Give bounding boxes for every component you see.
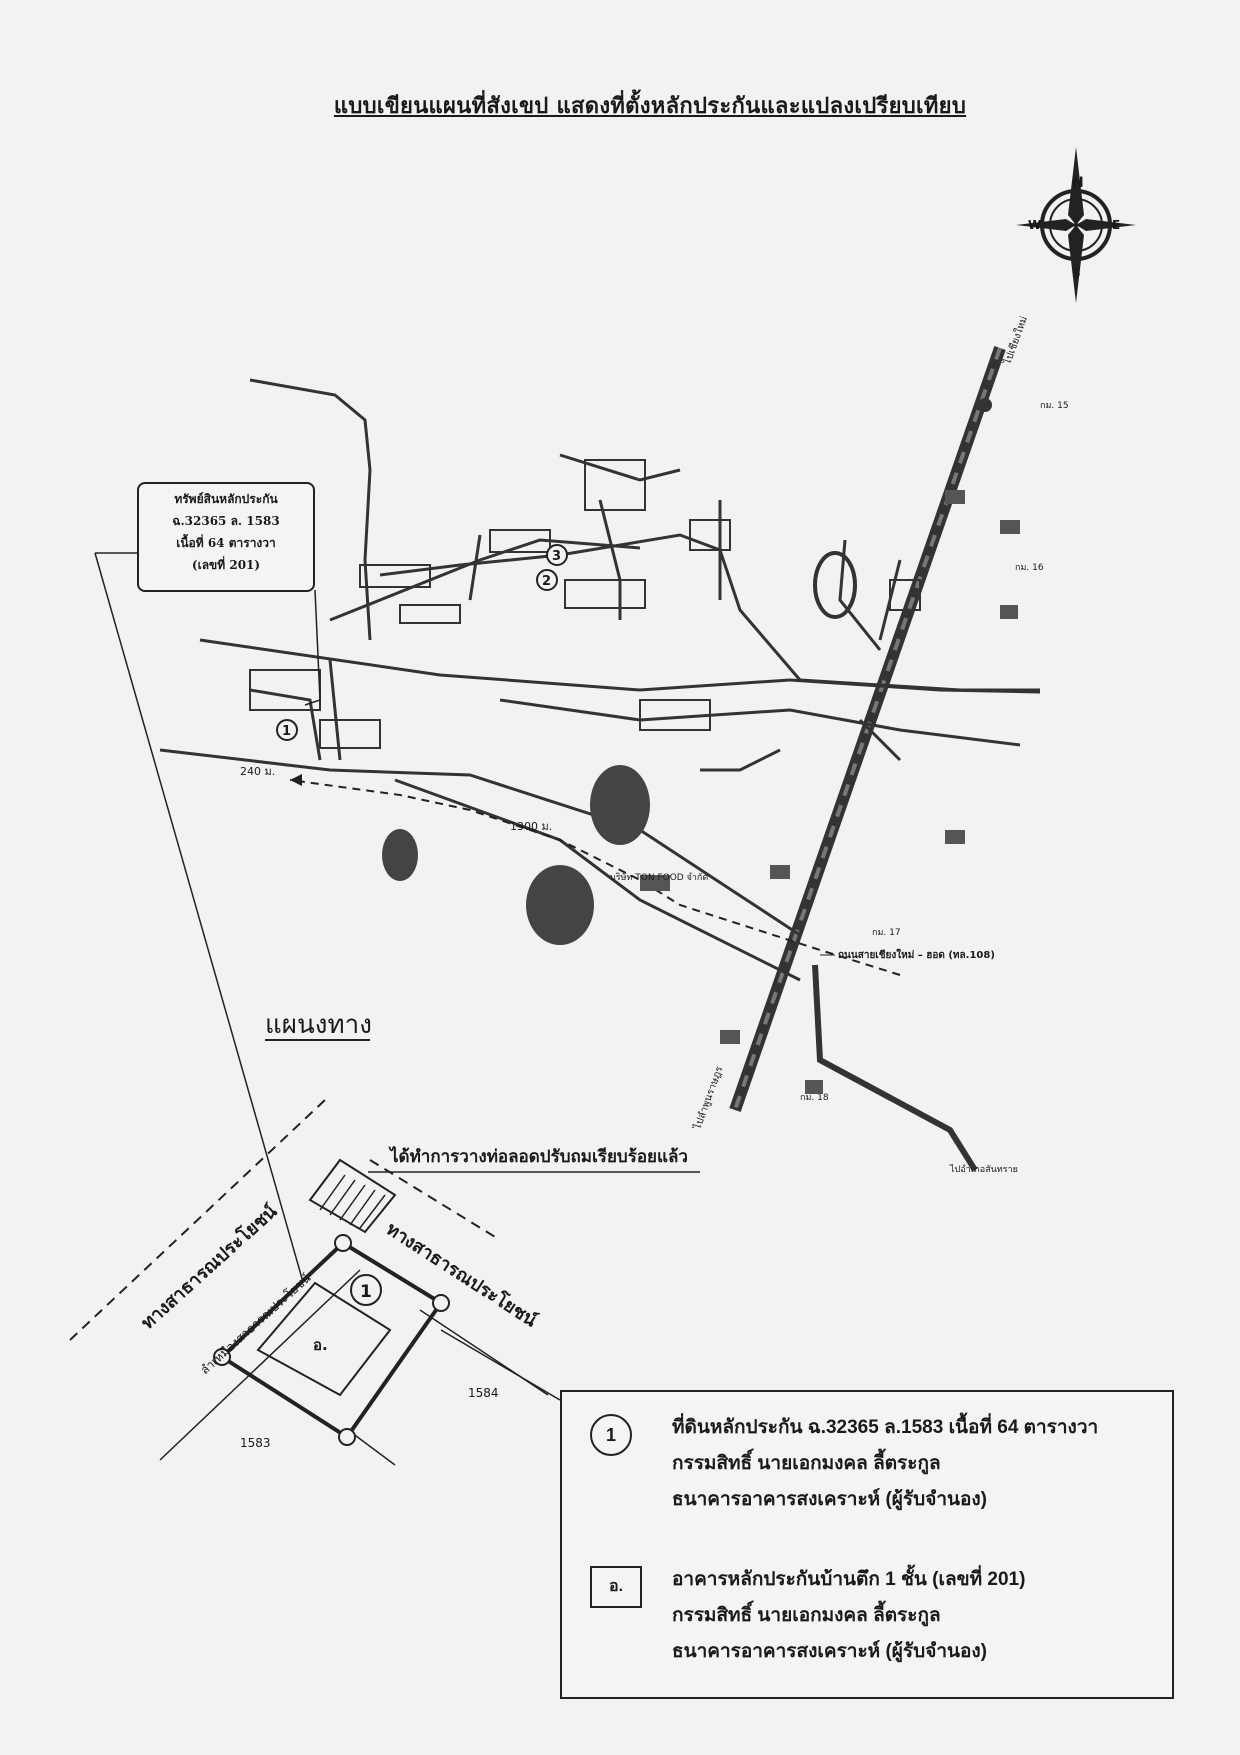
- compass-e: E: [1112, 218, 1120, 232]
- main-road-label: ถนนสายเชียงใหม่ – ฮอด (ทล.108): [838, 948, 995, 961]
- callout-line3: เนื้อที่ 64 ตารางวา: [176, 536, 276, 550]
- svg-text:1: 1: [282, 724, 291, 739]
- secondary-roads: [159, 378, 1041, 982]
- route-to-site: [289, 779, 901, 976]
- legend-box: 1 ที่ดินหลักประกัน ฉ.32365 ล.1583 เนื้อท…: [560, 1390, 1174, 1699]
- route-arrow-icon: [290, 774, 302, 786]
- legend-marker-1: 1: [590, 1414, 632, 1456]
- legend-item1-line1: ที่ดินหลักประกัน ฉ.32365 ล.1583 เนื้อที่…: [672, 1417, 1099, 1438]
- tree-clusters: [382, 765, 650, 945]
- page-title: แบบเขียนแผนที่สังเขป แสดงที่ตั้งหลักประก…: [333, 93, 967, 119]
- km-markers: กม. 15 กม. 16 กม. 17 กม. 18: [800, 398, 1069, 1103]
- detail-building-label: อ.: [313, 1336, 328, 1354]
- road-southeast: [812, 964, 978, 1172]
- map-marker-1: 1: [276, 719, 298, 741]
- village-blocks: [249, 459, 921, 749]
- callout-line2: ฉ.32365 ล. 1583: [172, 514, 280, 528]
- callout-line1: ทรัพย์สินหลักประกัน: [174, 492, 278, 506]
- collateral-callout: ทรัพย์สินหลักประกัน ฉ.32365 ล. 1583 เนื้…: [137, 482, 315, 592]
- hand-label: แผนงทาง: [265, 1010, 372, 1040]
- compass-rose-icon: N S E W: [1016, 147, 1136, 303]
- route-south-label: ไปลำพูนราษฎร: [691, 1064, 725, 1132]
- callout-pointer: [304, 589, 321, 706]
- parcel-detail-diagram: อ. 1 1584 1583: [69, 1099, 700, 1466]
- road-right-label: ทางสาธารณประโยชน์: [382, 1218, 541, 1332]
- km16-label: กม. 16: [1015, 563, 1044, 573]
- legend-item-collateral-land: 1 ที่ดินหลักประกัน ฉ.32365 ล.1583 เนื้อท…: [582, 1410, 1162, 1518]
- food-company-label: บริษัท TON FOOD จำกัด: [610, 872, 708, 883]
- legend-item2-line3: ธนาคารอาคารสงเคราะห์ (ผู้รับจำนอง): [672, 1641, 987, 1662]
- svg-text:2: 2: [542, 574, 551, 589]
- map-marker-2: 2: [536, 569, 558, 591]
- km15-label: กม. 15: [1040, 401, 1069, 411]
- legend-marker-building: อ.: [590, 1566, 642, 1608]
- compass-n: N: [1072, 175, 1084, 191]
- legend-item1-line3: ธนาคารอาคารสงเคราะห์ (ผู้รับจำนอง): [672, 1489, 987, 1510]
- km18-label: กม. 18: [800, 1093, 829, 1103]
- legend-item2-line1: อาคารหลักประกันบ้านตึก 1 ชั้น (เลขที่ 20…: [672, 1569, 1026, 1590]
- parcel-1584-label: 1584: [468, 1386, 499, 1400]
- svg-text:3: 3: [552, 549, 561, 564]
- map-marker-3: 3: [546, 544, 568, 566]
- route-southeast-label: ไปอำเภอสันทราย: [949, 1164, 1018, 1175]
- detail-note: ได้ทำการวางท่อลอดปรับถมเรียบร้อยแล้ว: [388, 1146, 688, 1167]
- km17-label: กม. 17: [872, 928, 901, 938]
- legend-item1-line2: กรรมสิทธิ์ นายเอกมงคล ลี้ตระกูล: [672, 1453, 941, 1474]
- distance-240: 240 ม.: [240, 765, 275, 778]
- canal-label: ลำเหมืองสาธารณประโยชน์: [198, 1271, 314, 1377]
- legend-item-collateral-building: อ. อาคารหลักประกันบ้านตึก 1 ชั้น (เลขที่…: [582, 1562, 1162, 1670]
- parcel-1583-label: 1583: [240, 1436, 271, 1450]
- compass-s: S: [1072, 266, 1081, 280]
- callout-line4: (เลขที่ 201): [191, 558, 261, 572]
- detail-marker: 1: [360, 1282, 372, 1302]
- landmark-buildings: [640, 490, 1020, 1094]
- callout-leader-line: [94, 552, 304, 1283]
- route-north-label: ไปเชียงใหม่: [1001, 315, 1030, 367]
- distance-1300: 1300 ม.: [510, 820, 552, 833]
- legend-item2-line2: กรรมสิทธิ์ นายเอกมงคล ลี้ตระกูล: [672, 1605, 941, 1626]
- stadium-icon: [813, 551, 857, 619]
- compass-w: W: [1028, 218, 1041, 232]
